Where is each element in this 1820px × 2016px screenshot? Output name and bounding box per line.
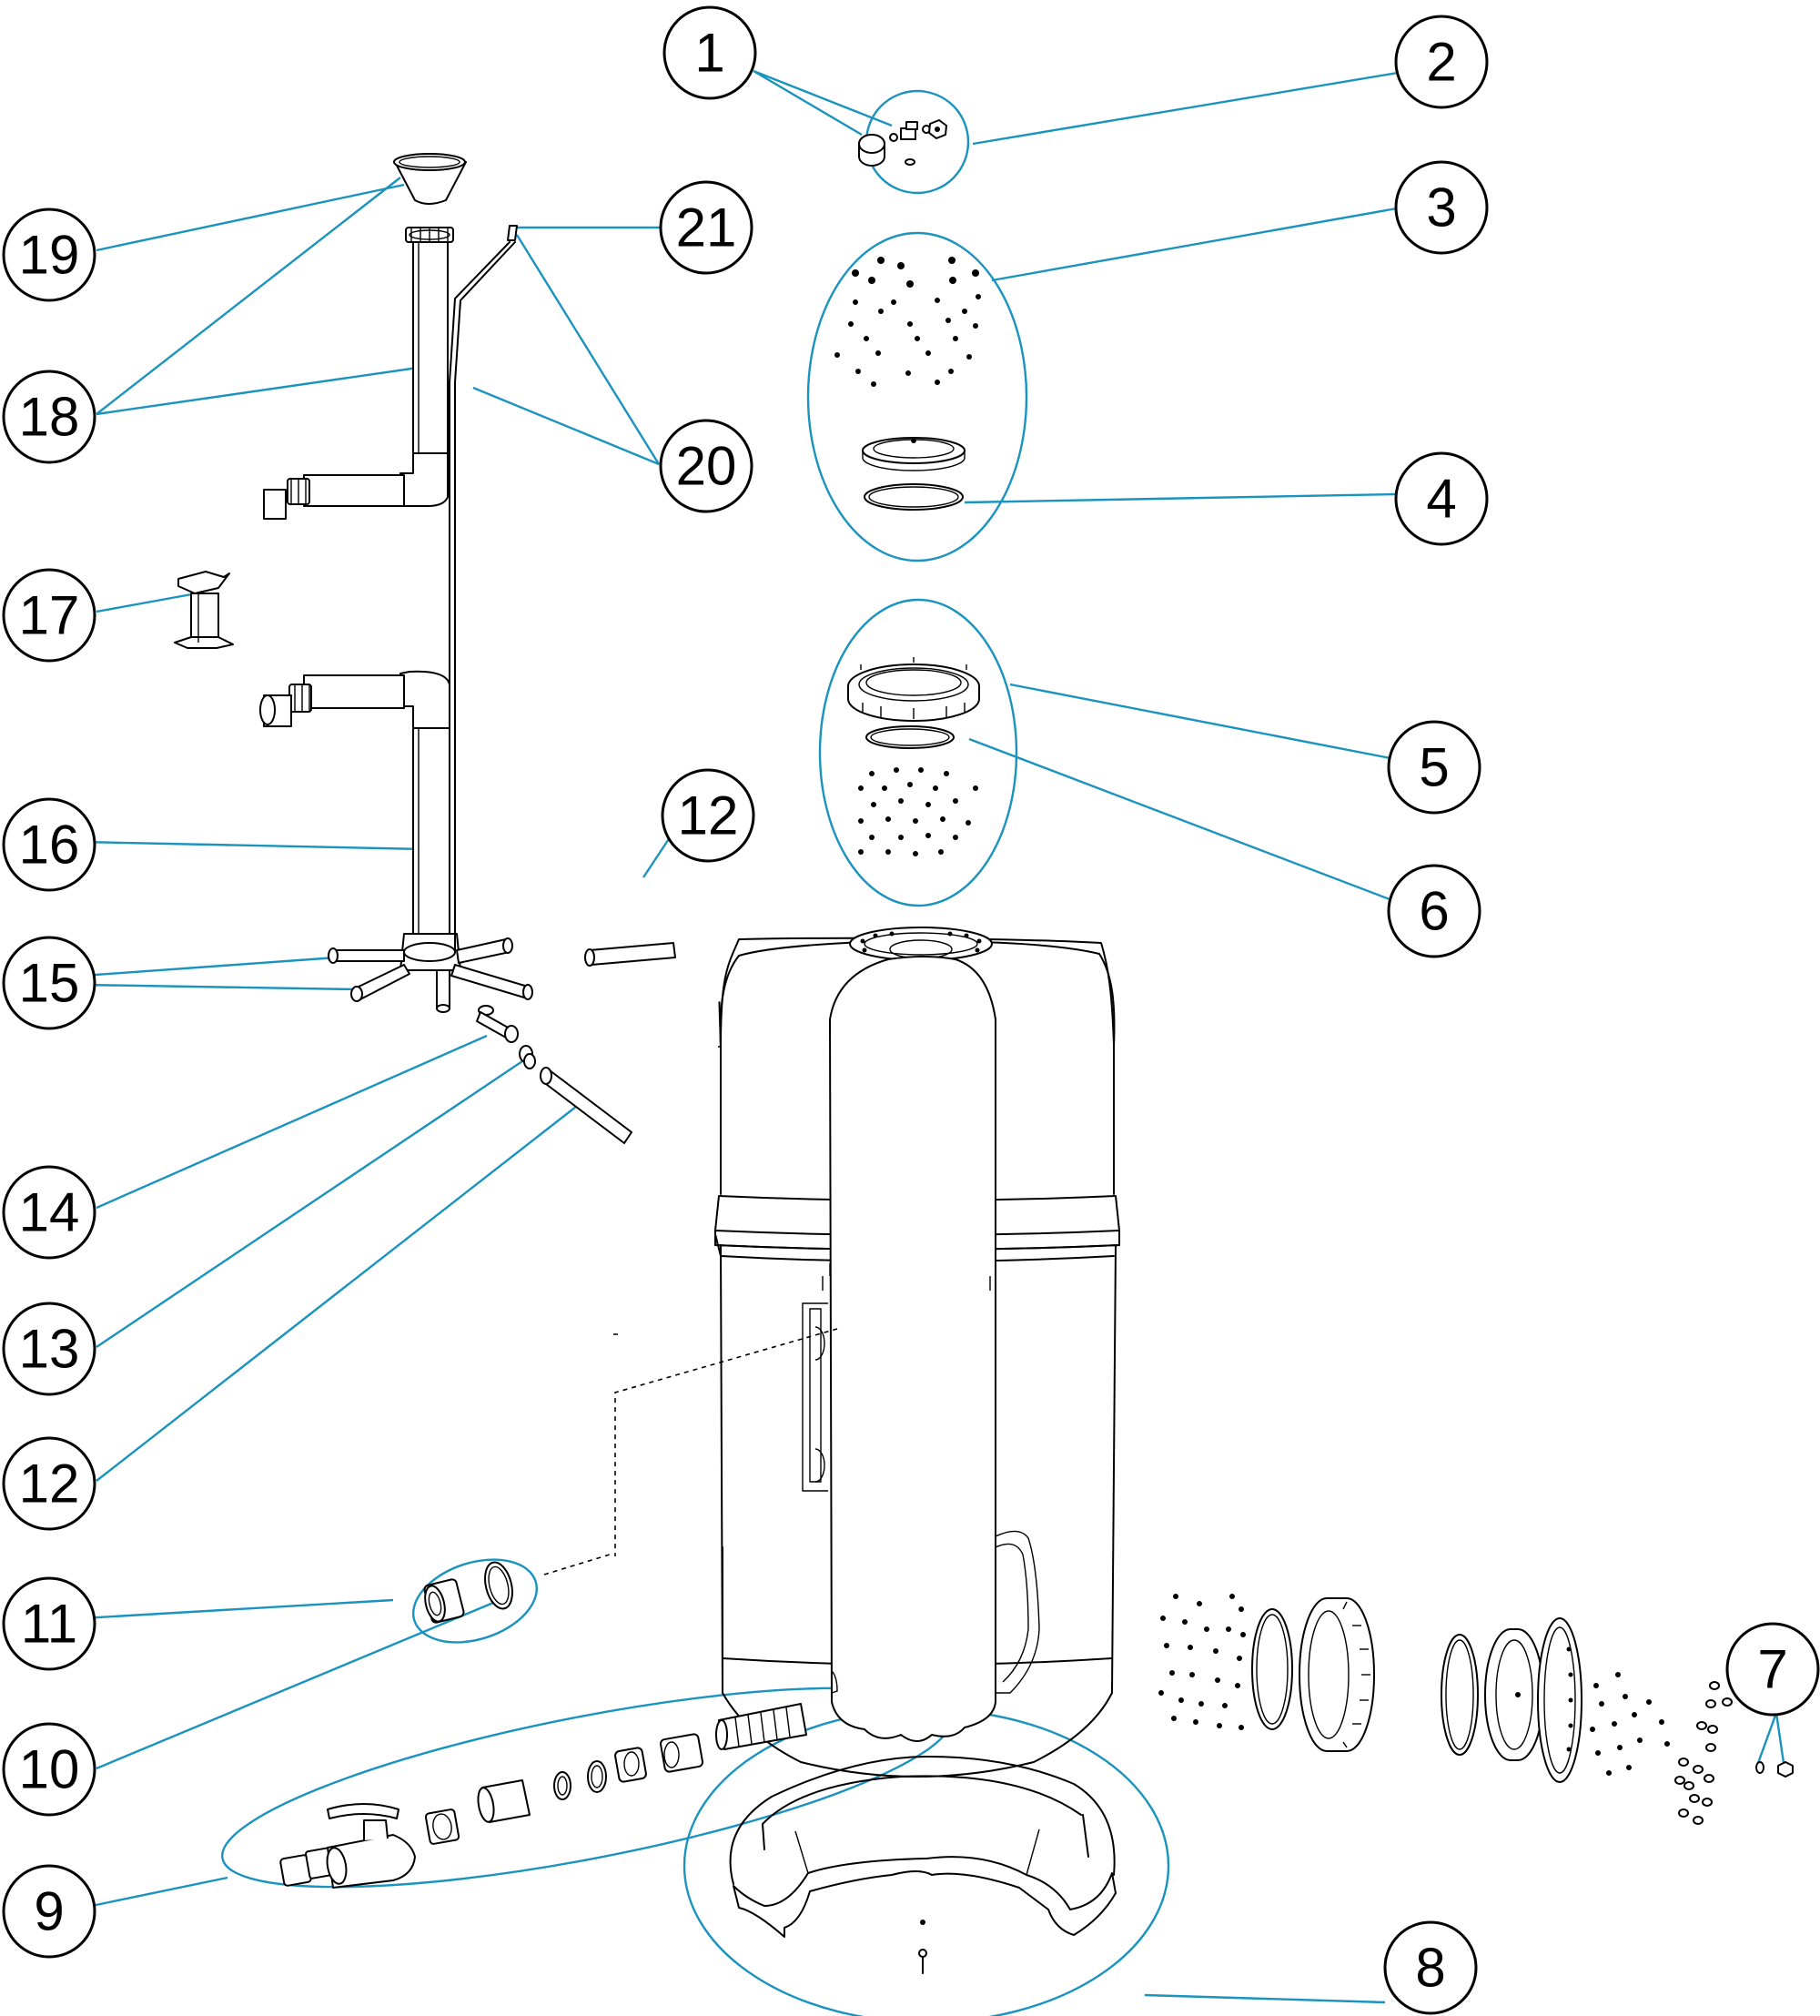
callout-1-circle [662, 5, 757, 100]
callout-2: 2 [1394, 15, 1489, 109]
callout-6-label: 6 [1419, 881, 1449, 942]
callout-5-label: 5 [1419, 737, 1449, 798]
callout-1: 1 [662, 5, 757, 100]
callout-2-label: 2 [1426, 32, 1456, 93]
callout-15: 15 [2, 936, 96, 1030]
callout-7: 7 [1725, 1622, 1820, 1717]
callout-18: 18 [2, 370, 96, 464]
callout-8-circle [1383, 1920, 1478, 2015]
union-parts [423, 1328, 838, 1624]
callout-19-circle [2, 208, 96, 302]
callout-19-label: 19 [19, 225, 80, 286]
callout-17: 17 [2, 568, 96, 663]
callout-10: 10 [2, 1722, 96, 1817]
callout-13: 13 [2, 1302, 96, 1396]
callout-8-label: 8 [1415, 1938, 1445, 1999]
callout-12-bottom-circle [2, 1436, 96, 1531]
callout-14-label: 14 [19, 1182, 80, 1243]
callout-1-label: 1 [694, 23, 724, 84]
callout-11-circle [2, 1576, 96, 1671]
callout-12-top-label: 12 [678, 785, 739, 846]
callout-5-circle [1387, 720, 1481, 815]
lateral-pipe-parts [476, 942, 676, 1144]
drain-valve-assembly [279, 1703, 807, 1889]
callout-15-label: 15 [19, 953, 80, 1014]
group-outlines [221, 89, 1170, 2016]
callout-20-label: 20 [676, 436, 737, 497]
callout-16-circle [2, 797, 96, 892]
callout-4-circle [1394, 451, 1489, 546]
callout-12-bottom: 12 [2, 1436, 96, 1531]
callout-13-circle [2, 1302, 96, 1396]
callout-3-label: 3 [1426, 177, 1456, 238]
callout-17-label: 17 [19, 585, 80, 646]
callout-11-label: 11 [21, 1594, 77, 1655]
callout-16: 16 [2, 797, 96, 892]
top-cover-parts [834, 257, 981, 511]
callout-8: 8 [1383, 1920, 1478, 2015]
callout-21: 21 [659, 180, 753, 275]
callout-12-top-circle [661, 768, 755, 863]
callout-14: 14 [2, 1165, 96, 1260]
callout-20-circle [659, 419, 753, 513]
callout-16-label: 16 [19, 815, 80, 876]
callout-7-circle [1725, 1622, 1820, 1717]
filter-tank [714, 927, 1120, 1778]
callout-14-circle [2, 1165, 96, 1260]
vent-valve-parts [858, 119, 947, 167]
callout-21-label: 21 [676, 198, 737, 258]
callout-11: 11 [2, 1576, 96, 1671]
callout-15-circle [2, 936, 96, 1030]
top-flange-parts [847, 657, 980, 856]
callout-18-circle [2, 370, 96, 464]
callout-9-label: 9 [34, 1881, 64, 1942]
base-stand [729, 1756, 1117, 1974]
callout-5: 5 [1387, 720, 1481, 815]
callout-19: 19 [2, 208, 96, 302]
callout-3-circle [1394, 160, 1489, 255]
callout-10-label: 10 [19, 1739, 80, 1800]
callout-4: 4 [1394, 451, 1489, 546]
callout-18-label: 18 [19, 387, 80, 448]
callout-9-circle [2, 1864, 96, 1959]
callout-3: 3 [1394, 160, 1489, 255]
callout-12-top: 12 [661, 768, 755, 863]
side-flange-parts [1158, 1594, 1794, 1825]
callout-10-circle [2, 1722, 96, 1817]
callout-20: 20 [659, 419, 753, 513]
callout-21-circle [659, 180, 753, 275]
standpipe-assembly [174, 153, 533, 1013]
callout-4-label: 4 [1426, 469, 1456, 530]
callout-13-label: 13 [19, 1319, 80, 1380]
callout-2-circle [1394, 15, 1489, 109]
callout-7-label: 7 [1757, 1639, 1787, 1700]
callout-17-circle [2, 568, 96, 663]
callout-12-bottom-label: 12 [19, 1454, 80, 1515]
callout-9: 9 [2, 1864, 96, 1959]
callout-6: 6 [1387, 864, 1481, 958]
callout-6-circle [1387, 864, 1481, 958]
